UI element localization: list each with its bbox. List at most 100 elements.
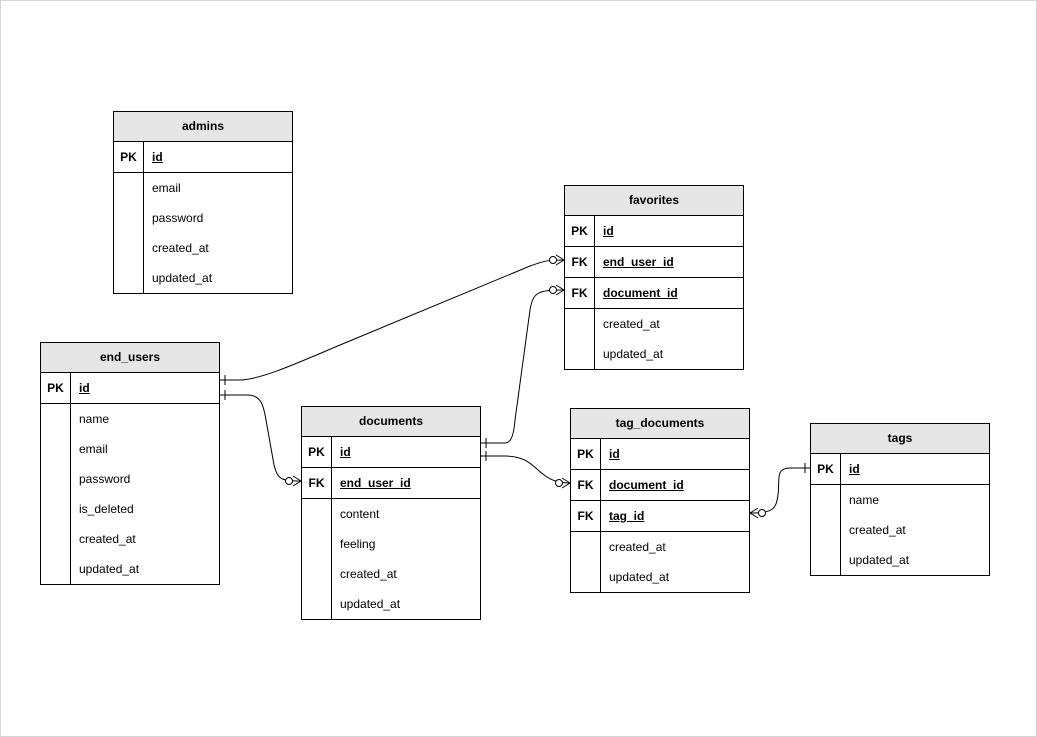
entity-favorites[interactable]: favorites PK id FK end_user_id FK docume… xyxy=(564,185,744,370)
key-section: PK id xyxy=(114,142,292,173)
key-section: PK id FK end_user_id FK document_id xyxy=(565,216,743,309)
field-row[interactable]: created_at xyxy=(302,559,480,589)
field-row[interactable]: PK id xyxy=(571,439,749,469)
field-row[interactable]: created_at xyxy=(565,309,743,339)
attribute-section: created_at updated_at xyxy=(565,309,743,369)
field-row[interactable]: content xyxy=(302,499,480,529)
field-row[interactable]: password xyxy=(114,203,292,233)
field-name: password xyxy=(79,472,131,486)
entity-end-users[interactable]: end_users PK id name email password is_d… xyxy=(40,342,220,585)
field-row[interactable]: updated_at xyxy=(41,554,219,584)
field-row[interactable]: FK end_user_id xyxy=(302,467,480,498)
rel-end-users-documents[interactable] xyxy=(220,390,302,487)
key-type xyxy=(302,529,332,559)
field-name: updated_at xyxy=(609,570,670,584)
entity-admins[interactable]: admins PK id email password created_at u… xyxy=(113,111,293,294)
key-type xyxy=(41,404,71,434)
field-row[interactable]: PK id xyxy=(41,373,219,403)
key-type xyxy=(41,434,71,464)
key-type xyxy=(811,485,841,515)
field-row[interactable]: FK document_id xyxy=(565,277,743,308)
field-row[interactable]: updated_at xyxy=(114,263,292,293)
attribute-section: email password created_at updated_at xyxy=(114,173,292,293)
key-type xyxy=(114,263,144,293)
key-section: PK id FK document_id FK tag_id xyxy=(571,439,749,532)
key-type xyxy=(114,203,144,233)
field-row[interactable]: created_at xyxy=(41,524,219,554)
field-name: created_at xyxy=(340,567,397,581)
field-name: updated_at xyxy=(849,553,910,567)
field-name: email xyxy=(79,442,108,456)
key-type xyxy=(302,589,332,619)
key-type xyxy=(41,494,71,524)
field-name: created_at xyxy=(609,540,666,554)
key-type: PK xyxy=(811,454,841,484)
field-row[interactable]: PK id xyxy=(114,142,292,172)
field-row[interactable]: name xyxy=(41,404,219,434)
field-row[interactable]: FK document_id xyxy=(571,469,749,500)
field-name: document_id xyxy=(609,478,684,492)
key-type xyxy=(302,499,332,529)
key-type xyxy=(811,515,841,545)
key-type xyxy=(114,233,144,263)
key-type xyxy=(302,559,332,589)
field-row[interactable]: updated_at xyxy=(811,545,989,575)
field-row[interactable]: FK end_user_id xyxy=(565,246,743,277)
field-name: id xyxy=(609,447,620,461)
field-row[interactable]: updated_at xyxy=(565,339,743,369)
entity-documents[interactable]: documents PK id FK end_user_id content f… xyxy=(301,406,481,620)
field-row[interactable]: is_deleted xyxy=(41,494,219,524)
field-name: name xyxy=(849,493,880,507)
field-name: content xyxy=(340,507,380,521)
entity-title: admins xyxy=(114,112,292,142)
rel-tags-tag-documents[interactable] xyxy=(749,463,810,519)
rel-documents-tag-documents[interactable] xyxy=(481,451,571,489)
field-row[interactable]: feeling xyxy=(302,529,480,559)
field-row[interactable]: password xyxy=(41,464,219,494)
key-type: PK xyxy=(302,437,332,467)
field-name: name xyxy=(79,412,110,426)
field-name: document_id xyxy=(603,286,678,300)
field-name: end_user_id xyxy=(340,476,411,490)
rel-end-users-favorites[interactable] xyxy=(220,254,565,385)
field-row[interactable]: created_at xyxy=(811,515,989,545)
key-type: PK xyxy=(41,373,71,403)
key-section: PK id FK end_user_id xyxy=(302,437,480,499)
field-row[interactable]: email xyxy=(114,173,292,203)
field-name: created_at xyxy=(849,523,906,537)
entity-tags[interactable]: tags PK id name created_at updated_at xyxy=(810,423,990,576)
key-type xyxy=(571,562,601,592)
field-name: is_deleted xyxy=(79,502,134,516)
field-row[interactable]: name xyxy=(811,485,989,515)
attribute-section: created_at updated_at xyxy=(571,532,749,592)
rel-documents-favorites[interactable] xyxy=(481,284,565,448)
field-row[interactable]: FK tag_id xyxy=(571,500,749,531)
key-type: FK xyxy=(571,470,601,500)
key-type: FK xyxy=(565,247,595,277)
attribute-section: name email password is_deleted created_a… xyxy=(41,404,219,584)
field-row[interactable]: updated_at xyxy=(571,562,749,592)
field-name: id xyxy=(152,150,163,164)
field-name: id xyxy=(340,445,351,459)
field-row[interactable]: PK id xyxy=(565,216,743,246)
field-row[interactable]: PK id xyxy=(811,454,989,484)
field-row[interactable]: created_at xyxy=(114,233,292,263)
attribute-section: name created_at updated_at xyxy=(811,485,989,575)
key-type: PK xyxy=(114,142,144,172)
field-row[interactable]: email xyxy=(41,434,219,464)
field-name: id xyxy=(849,462,860,476)
field-name: feeling xyxy=(340,537,376,551)
field-row[interactable]: PK id xyxy=(302,437,480,467)
field-name: updated_at xyxy=(79,562,140,576)
field-row[interactable]: created_at xyxy=(571,532,749,562)
field-name: updated_at xyxy=(340,597,401,611)
key-type: FK xyxy=(565,278,595,308)
field-name: id xyxy=(603,224,614,238)
key-type xyxy=(565,309,595,339)
field-name: created_at xyxy=(152,241,209,255)
field-row[interactable]: updated_at xyxy=(302,589,480,619)
key-section: PK id xyxy=(41,373,219,404)
entity-tag-documents[interactable]: tag_documents PK id FK document_id FK ta… xyxy=(570,408,750,593)
field-name: password xyxy=(152,211,204,225)
